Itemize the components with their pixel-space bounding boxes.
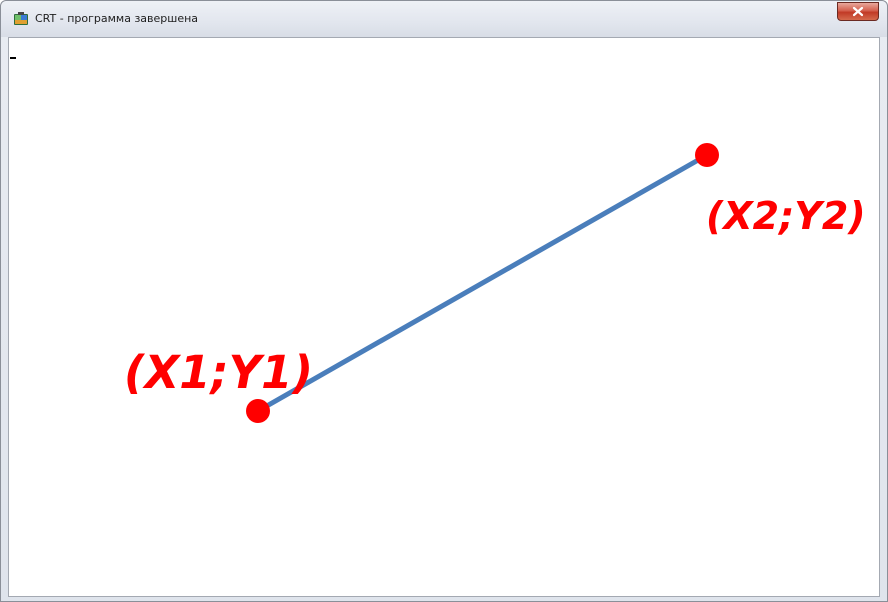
title-bar[interactable]: CRT - программа завершена — [1, 1, 887, 37]
close-icon — [852, 6, 864, 17]
close-button[interactable] — [837, 2, 879, 21]
point-1-marker — [246, 399, 270, 423]
text-cursor — [10, 57, 16, 59]
window-title: CRT - программа завершена — [35, 12, 199, 25]
point-2-marker — [695, 143, 719, 167]
point-1-label: (X1;Y1) — [124, 346, 313, 399]
point-2-label: (X2;Y2) — [706, 194, 866, 238]
console-area: (X1;Y1) (X2;Y2) — [8, 37, 880, 597]
drawing-canvas: (X1;Y1) (X2;Y2) — [124, 143, 866, 423]
connecting-line — [255, 152, 710, 414]
app-icon — [14, 12, 28, 25]
